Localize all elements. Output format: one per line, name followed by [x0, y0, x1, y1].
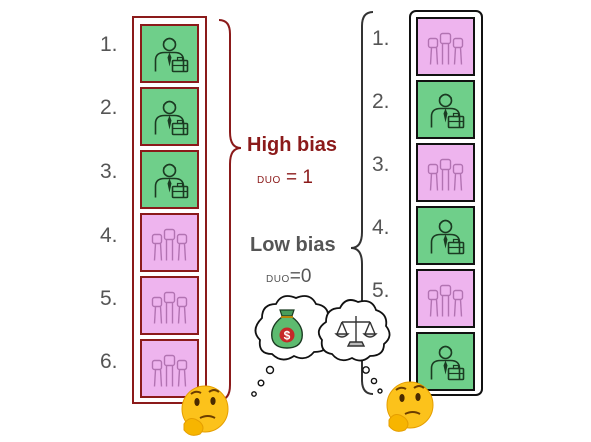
right-card-6	[416, 332, 475, 391]
metric-name: duo	[257, 170, 281, 186]
high-bias-label: High bias	[247, 134, 338, 156]
right-ranking-items	[416, 17, 475, 391]
left-ranking-frame	[132, 16, 207, 404]
left-card-2	[140, 87, 199, 146]
left-card-3	[140, 150, 199, 209]
left-card-1	[140, 24, 199, 83]
left-rank-6: 6.	[100, 350, 118, 373]
right-rank-2: 2.	[372, 90, 390, 113]
left-rank-2: 2.	[100, 96, 118, 119]
right-card-1	[416, 17, 475, 76]
left-rank-1: 1.	[100, 33, 118, 56]
left-rank-3: 3.	[100, 160, 118, 183]
right-brace	[350, 11, 374, 395]
right-rank-4: 4.	[372, 216, 390, 239]
right-ranking-frame	[409, 10, 483, 396]
scales-icon	[334, 316, 378, 347]
left-card-5	[140, 276, 199, 335]
left-rank-4: 4.	[100, 224, 118, 247]
left-rank-5: 5.	[100, 287, 118, 310]
low-bias-metric: duo=0	[266, 266, 311, 288]
high-bias-metric: duo = 1	[257, 167, 313, 189]
right-card-2	[416, 80, 475, 139]
scales-thought-bubble	[317, 299, 391, 394]
low-bias-label: Low bias	[250, 234, 336, 256]
left-card-6	[140, 339, 199, 398]
right-card-5	[416, 269, 475, 328]
right-card-4	[416, 206, 475, 265]
left-brace	[218, 19, 242, 401]
right-rank-5: 5.	[372, 279, 390, 302]
money-bag-icon: $	[271, 309, 303, 349]
metric-value: = 1	[286, 167, 313, 188]
right-card-3	[416, 143, 475, 202]
metric-name: duo	[266, 269, 290, 285]
thinking-face-emoji-right	[386, 381, 434, 432]
thinking-face-emoji-left	[181, 385, 229, 436]
left-card-4	[140, 213, 199, 272]
svg-text:$: $	[284, 329, 291, 343]
left-ranking-items	[140, 24, 199, 398]
right-rank-1: 1.	[372, 27, 390, 50]
right-rank-3: 3.	[372, 153, 390, 176]
metric-value: =0	[289, 266, 312, 287]
